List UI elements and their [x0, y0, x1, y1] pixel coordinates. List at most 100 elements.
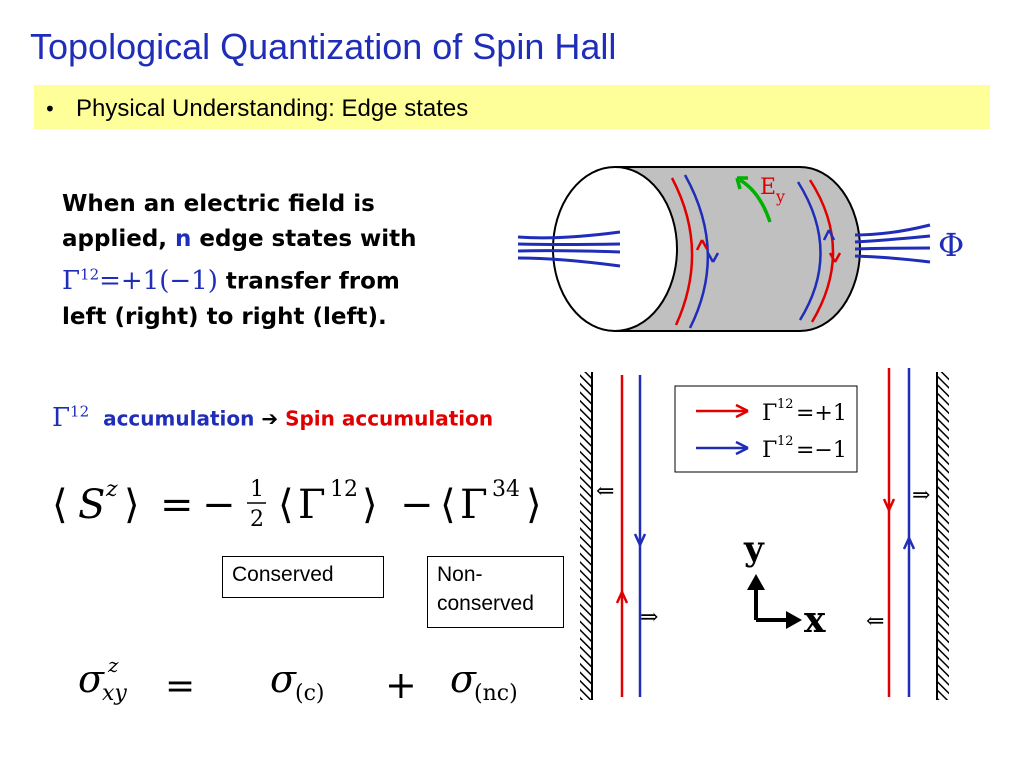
- cyl-arrow-red-up: [695, 239, 709, 251]
- eq-rangle-2: ⟩: [362, 482, 378, 528]
- eq-langle-3: ⟨: [440, 482, 456, 528]
- field-arrow-green: [739, 178, 772, 223]
- axis-y-arrowhead: [747, 574, 765, 590]
- sigma-plus: +: [385, 663, 417, 707]
- eq-minus-2: −: [400, 482, 434, 528]
- legend-2-value: =−1: [796, 438, 847, 463]
- spin-arrow-right-2: ⇐: [866, 609, 884, 634]
- arrow-left-blue-down: [633, 533, 647, 546]
- acc-arrow-icon: ➔: [261, 406, 279, 431]
- eq-term2-sup: 34: [492, 477, 520, 502]
- bullet-highlight-bar: [34, 85, 990, 129]
- sigma-lhs-sub: xy: [102, 681, 127, 706]
- sigma-t2: σ: [450, 657, 477, 701]
- field-label-sub: y: [775, 187, 785, 206]
- eq-lhs-sup: z: [105, 477, 118, 502]
- nonconserved-label-2: conserved: [437, 592, 534, 615]
- cyl-arrow-blue-down: [706, 252, 720, 263]
- acc-text-red: Spin accumulation: [285, 406, 494, 431]
- legend-blue-arrowhead: [735, 440, 749, 456]
- spin-arrow-left-2: ⇒: [640, 605, 658, 630]
- desc-gamma-value: =+1(−1): [99, 265, 218, 296]
- desc-gamma: Γ12=+1(−1): [62, 265, 218, 296]
- description-text: When an electric field is applied, n edg…: [62, 187, 482, 335]
- eq-rangle-3: ⟩: [526, 482, 542, 528]
- legend-1-gamma: Γ: [762, 401, 777, 426]
- legend-2-sup: 12: [777, 434, 794, 449]
- field-arrow-head: [735, 176, 748, 190]
- acc-gamma-symbol: Γ: [52, 402, 71, 433]
- eq-frac-den: 2: [250, 507, 264, 532]
- flux-label: Φ: [938, 226, 964, 264]
- eq-term1: Γ: [298, 482, 326, 528]
- left-field-lines: [517, 230, 621, 268]
- desc-line-3: Γ12=+1(−1) transfer from: [62, 257, 482, 300]
- cyl-edge-blue-left: [683, 174, 710, 329]
- accumulation-line: Γ12 accumulation ➔ Spin accumulation: [52, 402, 493, 433]
- conserved-box: Conserved: [222, 556, 384, 598]
- eq-equals: =: [160, 482, 194, 528]
- desc-line-2-a: applied,: [62, 226, 176, 252]
- axis-y-label: y: [743, 529, 765, 569]
- acc-gamma: Γ12: [52, 402, 90, 433]
- desc-gamma-symbol: Γ: [62, 265, 81, 296]
- eq-rangle-1: ⟩: [124, 482, 140, 528]
- arrow-right-red-down: [882, 498, 896, 511]
- eq-lhs: S: [78, 482, 105, 528]
- right-field-lines: [854, 223, 931, 264]
- eq-langle-2: ⟨: [278, 482, 294, 528]
- spin-arrow-right-1: ⇒: [912, 483, 930, 508]
- cylinder-diagram: E y Φ: [517, 166, 964, 332]
- spin-arrow-left-1: ⇐: [596, 479, 614, 504]
- legend-1-sup: 12: [777, 397, 794, 412]
- arrow-left-red-up: [615, 591, 629, 604]
- spin-equation: ⟨ S z ⟩ = − 1 2 ⟨ Γ 12 ⟩ − ⟨ Γ 34 ⟩: [52, 477, 542, 532]
- cyl-arrow-blue-up: [822, 229, 836, 241]
- nonconserved-label-1: Non-: [437, 563, 483, 586]
- conserved-label: Conserved: [232, 563, 334, 586]
- legend-1-value: =+1: [796, 401, 847, 426]
- eq-minus: −: [202, 482, 236, 528]
- acc-gamma-sup: 12: [70, 402, 90, 420]
- arrow-right-blue-up: [902, 537, 916, 550]
- sigma-t1: σ: [270, 657, 297, 701]
- left-wall-hatch: [580, 372, 592, 700]
- sigma-lhs: σ: [78, 657, 105, 701]
- sigma-t1-sub: (c): [295, 681, 325, 706]
- cyl-edge-blue-right: [796, 181, 822, 321]
- cyl-arrow-red-down: [828, 252, 842, 263]
- right-wall-hatch: [937, 372, 949, 700]
- axis-x-arrowhead: [786, 611, 802, 629]
- desc-line-4: left (right) to right (left).: [62, 303, 387, 330]
- cylinder-body: [614, 166, 861, 332]
- axis-x-label: x: [804, 599, 826, 641]
- eq-langle-1: ⟨: [52, 482, 68, 528]
- legend-box: [674, 385, 858, 473]
- sigma-t2-sub: (nc): [474, 681, 518, 706]
- bullet-text: Physical Understanding: Edge states: [76, 95, 469, 122]
- sigma-equals: =: [165, 666, 195, 707]
- nonconserved-box: Non- conserved: [427, 556, 564, 628]
- eq-term2: Γ: [460, 482, 488, 528]
- cylinder-left-face: [552, 166, 678, 332]
- desc-gamma-sup: 12: [80, 265, 100, 283]
- slide-title: Topological Quantization of Spin Hall: [30, 26, 617, 67]
- cyl-edge-red-right: [808, 179, 835, 323]
- legend-red-arrowhead: [735, 403, 749, 419]
- eq-frac-num: 1: [250, 477, 264, 502]
- eq-term1-sup: 12: [330, 477, 358, 502]
- sigma-equation: σ z xy = σ (c) + σ (nc): [78, 653, 518, 707]
- bullet-dot-icon: •: [44, 97, 56, 121]
- desc-line-3-b: transfer from: [217, 268, 400, 295]
- desc-line-1: When an electric field is: [62, 191, 375, 217]
- edge-state-diagram: ⇐ ⇒ ⇒ ⇐ Γ 12 =+1 Γ 12 =−1 y x: [580, 368, 949, 700]
- desc-line-2-b: edge states with: [191, 226, 417, 252]
- sigma-lhs-sup: z: [107, 653, 119, 677]
- acc-text-blue: accumulation: [103, 406, 255, 431]
- field-label: E: [760, 175, 776, 200]
- legend-2-gamma: Γ: [762, 438, 777, 463]
- cyl-edge-red-left: [670, 177, 694, 326]
- desc-line-2: applied, n edge states with: [62, 222, 482, 257]
- desc-n: n: [175, 226, 192, 252]
